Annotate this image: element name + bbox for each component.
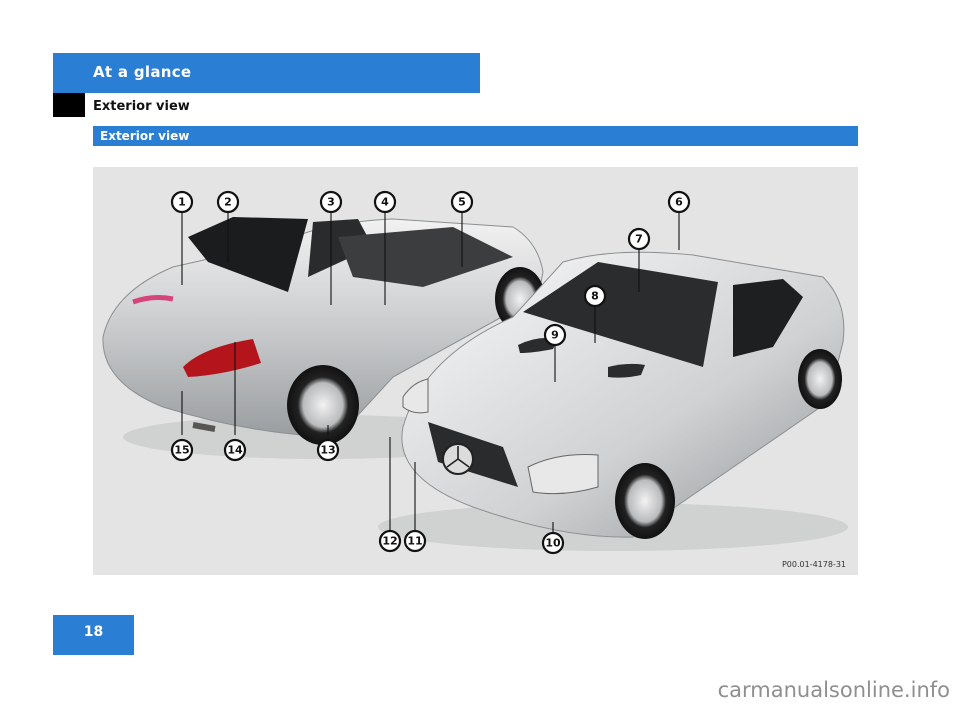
svg-text:1: 1 — [178, 196, 186, 209]
callout-12: 12 — [378, 529, 402, 553]
svg-text:13: 13 — [320, 444, 335, 457]
svg-text:6: 6 — [675, 196, 683, 209]
watermark: carmanualsonline.info — [717, 678, 950, 702]
svg-text:15: 15 — [174, 444, 189, 457]
callout-14: 14 — [223, 438, 247, 462]
svg-text:10: 10 — [545, 537, 561, 550]
front-car — [378, 251, 848, 551]
callout-4: 4 — [373, 190, 397, 214]
section-header-bar: At a glance — [53, 53, 480, 93]
svg-text:9: 9 — [551, 329, 559, 342]
callout-5: 5 — [450, 190, 474, 214]
svg-text:8: 8 — [591, 290, 599, 303]
svg-text:11: 11 — [407, 535, 422, 548]
svg-text:7: 7 — [635, 233, 643, 246]
svg-text:4: 4 — [381, 196, 389, 209]
callout-15: 15 — [170, 438, 194, 462]
callout-9: 9 — [543, 323, 567, 347]
callout-8: 8 — [583, 284, 607, 308]
svg-text:3: 3 — [327, 196, 335, 209]
callout-6: 6 — [667, 190, 691, 214]
callout-leaders — [181, 212, 680, 535]
car-illustration: 1 2 3 4 5 6 7 8 9 10 11 12 13 14 15 — [102, 190, 848, 555]
callout-3: 3 — [319, 190, 343, 214]
figure-title-bar: Exterior view — [93, 126, 858, 146]
callout-1: 1 — [170, 190, 194, 214]
callout-7: 7 — [627, 227, 651, 251]
figure-reference-code: P00.01-4178-31 — [781, 560, 846, 569]
callout-2: 2 — [216, 190, 240, 214]
exterior-view-illustration: 1 2 3 4 5 6 7 8 9 10 11 12 13 14 15 P00.… — [93, 167, 858, 575]
figure-title: Exterior view — [100, 129, 190, 143]
svg-text:5: 5 — [458, 196, 466, 209]
section-title: At a glance — [93, 63, 192, 81]
callout-10: 10 — [541, 531, 565, 555]
page-number-box: 18 — [53, 615, 134, 655]
svg-text:2: 2 — [224, 196, 232, 209]
svg-text:14: 14 — [227, 444, 243, 457]
subsection-title: Exterior view — [93, 99, 190, 114]
page-number: 18 — [83, 624, 104, 640]
svg-text:12: 12 — [382, 535, 397, 548]
callout-11: 11 — [403, 529, 427, 553]
callout-13: 13 — [316, 438, 340, 462]
section-tab-marker — [53, 93, 85, 117]
